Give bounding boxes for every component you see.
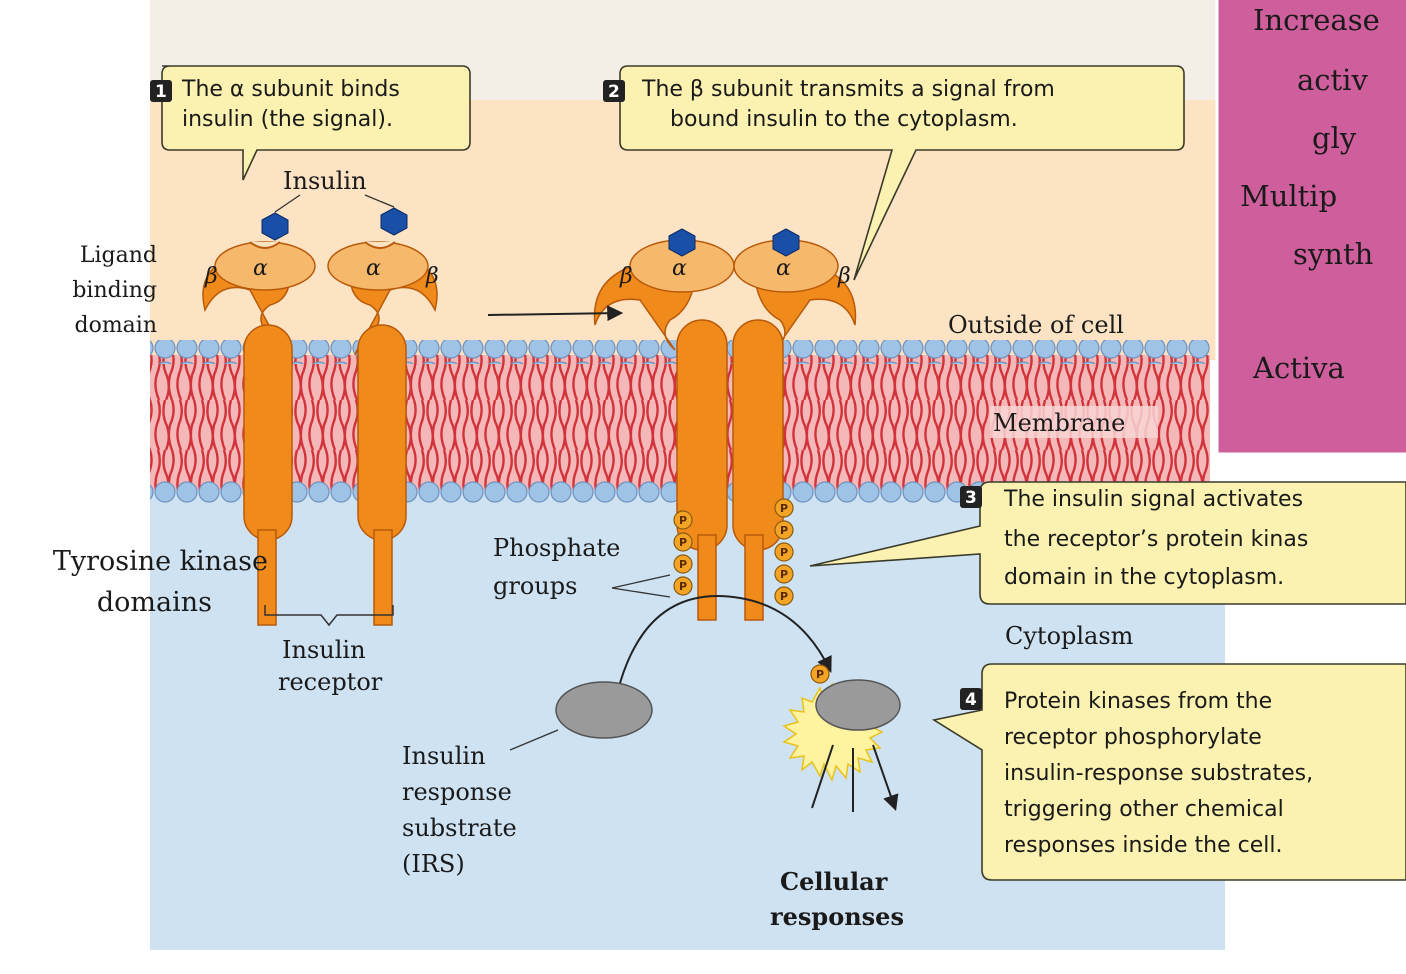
- membrane-label: Membrane: [993, 409, 1125, 437]
- step-4-line-4: triggering other chemical: [1004, 797, 1284, 822]
- step-1-line-2: insulin (the signal).: [182, 107, 393, 132]
- irs-label-line-4: (IRS): [402, 850, 465, 878]
- alpha-label-4: α: [776, 256, 791, 281]
- ligand-label-line-3: domain: [74, 313, 157, 338]
- step-2-number: 2: [608, 82, 620, 102]
- step-3-line-2: the receptor’s protein kinas: [1004, 527, 1308, 552]
- side-panel-line-7: Activa: [1252, 351, 1345, 385]
- phosphate-p-6: P: [780, 524, 788, 537]
- phosphate-p-4: P: [679, 580, 687, 593]
- step-4-number: 4: [965, 690, 977, 710]
- irs-label-line-1: Insulin: [402, 742, 486, 770]
- side-panel-line-1: Increase: [1253, 3, 1380, 37]
- step-4-line-1: Protein kinases from the: [1004, 689, 1272, 714]
- step-1-number: 1: [155, 82, 167, 102]
- alpha-label-1: α: [253, 256, 268, 281]
- cellular-responses-line-2: responses: [770, 902, 904, 931]
- alpha-label-3: α: [672, 256, 687, 281]
- phosphate-label-line-1: Phosphate: [493, 534, 620, 562]
- irs-label-line-3: substrate: [402, 814, 517, 842]
- phosphate-p-3: P: [679, 558, 687, 571]
- cytoplasm-label: Cytoplasm: [1005, 622, 1134, 650]
- step-1-line-1: The α subunit binds: [181, 77, 400, 102]
- ligand-label-line-2: binding: [72, 278, 157, 303]
- phosphate-groups-right: P P P P P: [775, 499, 793, 605]
- outside-of-cell-label: Outside of cell: [948, 311, 1124, 339]
- phosphate-p-7: P: [780, 546, 788, 559]
- side-panel: Increase activ gly Multip synth Activa: [1217, 0, 1406, 454]
- side-panel-line-2: activ: [1297, 63, 1368, 97]
- side-panel-line-4: Multip: [1240, 179, 1337, 213]
- callout-step-4: 4 Protein kinases from the receptor phos…: [934, 664, 1406, 880]
- step-3-line-3: domain in the cytoplasm.: [1004, 565, 1284, 590]
- phosphate-p-9: P: [780, 590, 788, 603]
- phosphate-p-2: P: [679, 536, 687, 549]
- step-4-line-3: insulin-response substrates,: [1004, 761, 1313, 786]
- step-4-line-2: receptor phosphorylate: [1004, 725, 1262, 750]
- step-3-line-1: The insulin signal activates: [1003, 487, 1303, 512]
- step-4-line-5: responses inside the cell.: [1004, 833, 1282, 858]
- phosphate-label-line-2: groups: [493, 572, 577, 600]
- activated-irs: [816, 680, 900, 730]
- phosphate-p-5: P: [780, 502, 788, 515]
- step-2-line-2: bound insulin to the cytoplasm.: [670, 107, 1018, 132]
- cellular-responses-line-1: Cellular: [780, 867, 888, 896]
- phosphate-p-8: P: [780, 568, 788, 581]
- irs-label-line-2: response: [402, 778, 512, 806]
- ligand-label-line-1: Ligand: [80, 243, 157, 268]
- alpha-label-2: α: [366, 256, 381, 281]
- tyrosine-kinase-label-line-1: Tyrosine kinase: [53, 546, 268, 577]
- step-2-line-1: The β subunit transmits a signal from: [641, 77, 1055, 102]
- side-panel-line-5: synth: [1293, 237, 1373, 271]
- insulin-label: Insulin: [283, 167, 367, 195]
- phosphate-p-1: P: [679, 514, 687, 527]
- side-panel-line-3: gly: [1312, 121, 1357, 155]
- insulin-receptor-label-line-1: Insulin: [282, 636, 366, 664]
- irs-substrate: [556, 682, 652, 738]
- insulin-receptor-label-line-2: receptor: [278, 668, 383, 696]
- irs-phosphate-label: P: [816, 668, 824, 681]
- beta-label-1: β: [204, 264, 218, 289]
- beta-label-2: β: [425, 264, 439, 289]
- step-3-number: 3: [965, 488, 977, 508]
- beta-label-4: β: [837, 264, 851, 289]
- beta-label-3: β: [619, 264, 633, 289]
- tyrosine-kinase-label-line-2: domains: [97, 587, 212, 618]
